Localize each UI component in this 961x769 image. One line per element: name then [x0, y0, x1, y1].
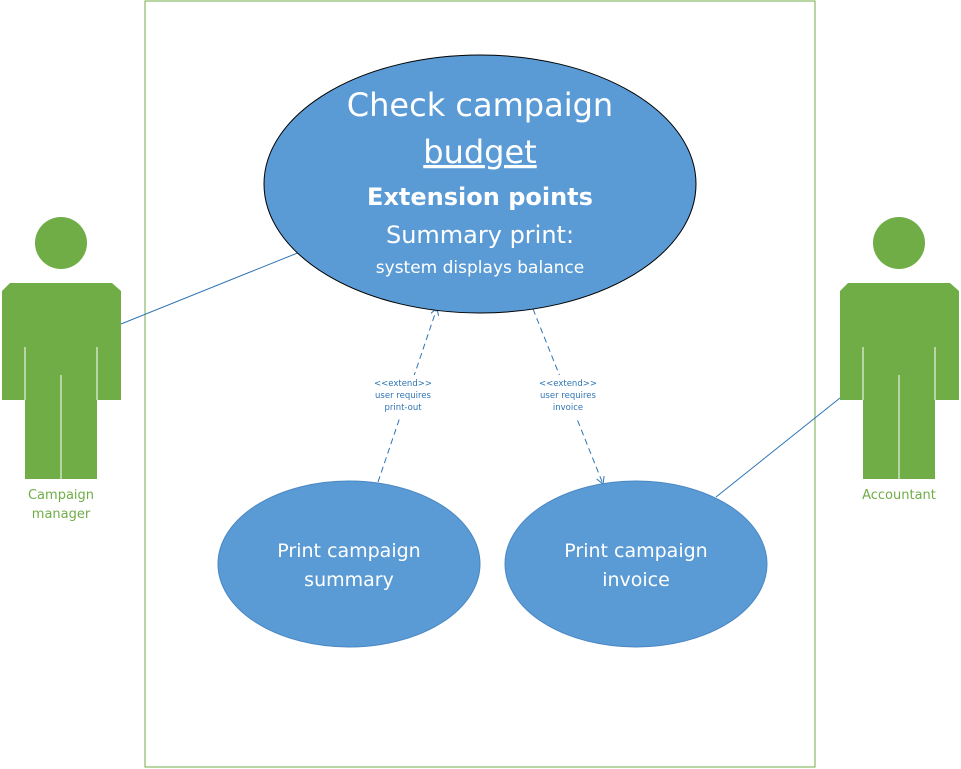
usecase-label: Print campaign [277, 540, 420, 562]
condition-label: user requires [540, 391, 596, 401]
usecase-print-campaign-invoice: Print campaign invoice [504, 480, 768, 648]
usecase-label: Print campaign [564, 540, 707, 562]
condition-label: print-out [384, 403, 422, 413]
actor-campaign-manager: Campaign manager [2, 217, 121, 522]
usecase-title: Check campaign [347, 86, 613, 124]
condition-label: user requires [375, 391, 431, 401]
extension-point-name: Summary print: [386, 221, 574, 249]
usecase-print-campaign-summary: Print campaign summary [217, 480, 481, 648]
extend-label-summary: <<extend>> user requires print-out [362, 375, 440, 417]
stereotype-label: <<extend>> [374, 379, 432, 389]
actor-label: manager [32, 507, 91, 522]
extension-point-description: system displays balance [376, 258, 584, 278]
usecase-label: invoice [602, 569, 670, 591]
usecase-title-underlined: budget [423, 133, 536, 171]
extension-points-heading: Extension points [367, 183, 593, 211]
usecase-check-campaign-budget: Check campaign budget Extension points S… [263, 54, 697, 314]
system-boundary [144, 0, 816, 768]
actor-label: Campaign [28, 488, 94, 503]
stereotype-label: <<extend>> [539, 379, 597, 389]
actor-label: Accountant [862, 488, 936, 503]
extend-label-invoice: <<extend>> user requires invoice [530, 375, 608, 417]
association-campaign-manager [120, 251, 301, 325]
usecase-label: summary [304, 569, 394, 591]
actor-accountant: Accountant [840, 217, 959, 503]
condition-label: invoice [553, 403, 583, 413]
association-accountant [715, 397, 841, 498]
